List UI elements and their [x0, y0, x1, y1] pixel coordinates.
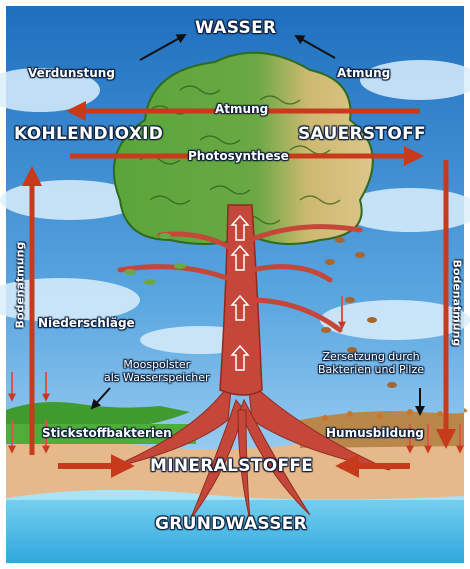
label-grundwasser: GRUNDWASSER	[155, 514, 307, 534]
label-stickstoffbakterien: Stickstoffbakterien	[42, 426, 172, 440]
label-verdunstung: Verdunstung	[28, 66, 115, 80]
zersetzung-line-1: Zersetzung durch	[318, 350, 424, 363]
label-bodenatmung-right: Bodenatmung	[451, 260, 464, 346]
label-mineralstoffe: MINERALSTOFFE	[150, 456, 313, 476]
label-wasser: WASSER	[195, 18, 276, 38]
label-photosynthese: Photosynthese	[188, 149, 289, 163]
label-kohlendioxid: KOHLENDIOXID	[14, 124, 163, 144]
label-niederschlaege: Niederschläge	[38, 316, 135, 330]
moospolster-line-1: Moospolster	[104, 358, 210, 371]
label-zersetzung: Zersetzung durch Bakterien und Pilze	[318, 350, 424, 376]
label-bodenatmung-left: Bodenatmung	[14, 249, 27, 329]
label-sauerstoff: SAUERSTOFF	[298, 124, 426, 144]
zersetzung-line-2: Bakterien und Pilze	[318, 363, 424, 376]
label-moospolster: Moospolster als Wasserspeicher	[104, 358, 210, 384]
label-atmung-top: Atmung	[337, 66, 390, 80]
label-atmung-mid: Atmung	[215, 102, 268, 116]
label-humusbildung: Humusbildung	[326, 426, 424, 440]
moospolster-line-2: als Wasserspeicher	[104, 371, 210, 384]
